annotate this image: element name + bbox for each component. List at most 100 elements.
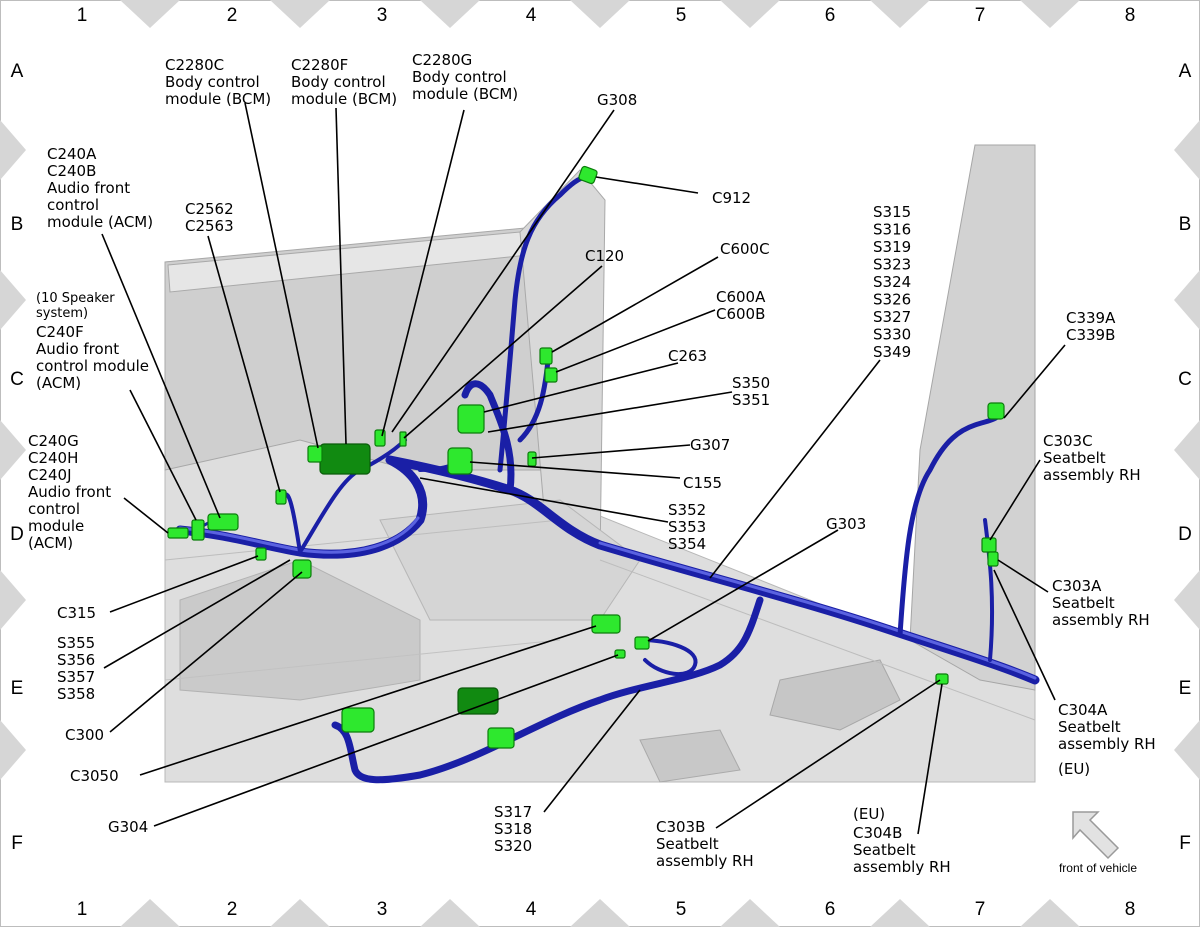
col-label-top: 4	[526, 5, 537, 26]
connector-c2280f	[307, 445, 323, 463]
connector-c240f	[191, 519, 205, 541]
front-of-vehicle-label: front of vehicle	[1059, 861, 1137, 875]
connector-large-left	[341, 707, 375, 733]
connector-c303a	[987, 551, 999, 567]
col-label-bottom: 5	[676, 899, 687, 920]
callout-s352: S352 S353 S354	[668, 501, 711, 553]
callout-c304b: (EU) C304B Seatbelt assembly RH	[853, 805, 951, 876]
callout-c600c: C600C	[720, 240, 770, 258]
row-label-right: F	[1179, 833, 1191, 854]
row-label-left: F	[11, 833, 23, 854]
callout-c240f-note: (10 Speaker system)	[36, 291, 119, 321]
callout-c2280f: C2280F Body control module (BCM)	[291, 56, 397, 108]
floor-bracket-right	[769, 659, 901, 731]
row-label-right: C	[1178, 369, 1192, 390]
callout-c2280c: C2280C Body control module (BCM)	[165, 56, 271, 108]
row-label-left: E	[11, 678, 24, 699]
connector-c339	[987, 402, 1005, 420]
callout-c240f: C240F Audio front control module (ACM)	[36, 323, 154, 392]
callout-g308: G308	[597, 91, 637, 109]
connector-c600c	[539, 347, 553, 365]
connector-lower	[487, 727, 515, 749]
row-label-left: B	[11, 214, 24, 235]
callout-s350: S350 S351	[732, 374, 775, 409]
b-pillar	[909, 144, 1036, 691]
grid-labels: 1 2 3 4 5 6 7 8 1 2 3 4 5 6 7 8 A B C D …	[10, 5, 1192, 920]
col-label-bottom: 7	[975, 899, 986, 920]
connector-g303	[634, 636, 650, 650]
connector-c240ab	[207, 513, 239, 531]
connector-c315	[255, 547, 267, 561]
connector-g307	[527, 451, 537, 467]
connector-c912	[578, 165, 598, 185]
callout-c300: C300	[65, 726, 104, 744]
col-label-bottom: 8	[1125, 899, 1136, 920]
callout-c303c: C303C Seatbelt assembly RH	[1043, 432, 1141, 484]
col-label-top: 6	[825, 5, 836, 26]
connector-c263	[457, 404, 485, 434]
connector-c3050	[591, 614, 621, 634]
connector-c2280c	[319, 443, 371, 475]
connector-c2562	[275, 489, 287, 505]
front-of-vehicle-indicator: front of vehicle	[1059, 811, 1137, 875]
callout-texts: C2280C Body control module (BCM) C2280F …	[28, 51, 1156, 876]
row-label-right: D	[1178, 524, 1192, 545]
callout-g303: G303	[826, 515, 866, 533]
row-label-left: C	[10, 369, 24, 390]
connector-large-dark	[457, 687, 499, 715]
col-label-top: 1	[77, 5, 88, 26]
connectors	[167, 165, 1005, 749]
callout-c912: C912	[712, 189, 751, 207]
connector-c120	[399, 431, 407, 447]
vehicle-body	[164, 144, 1036, 783]
connector-c155	[447, 447, 473, 475]
callout-s317: S317 S318 S320	[494, 803, 537, 855]
leader-lines	[101, 102, 1066, 835]
connector-c300	[292, 559, 312, 579]
col-label-bottom: 3	[377, 899, 388, 920]
row-label-left: A	[11, 61, 24, 82]
floor-seam	[164, 519, 561, 561]
col-label-bottom: 6	[825, 899, 836, 920]
col-label-top: 8	[1125, 5, 1136, 26]
callout-c2562: C2562 C2563	[185, 200, 238, 235]
col-label-top: 7	[975, 5, 986, 26]
row-label-right: E	[1179, 678, 1192, 699]
col-label-bottom: 1	[77, 899, 88, 920]
callout-c315: C315	[57, 604, 96, 622]
callout-c120: C120	[585, 247, 624, 265]
col-label-top: 5	[676, 5, 687, 26]
col-label-top: 2	[227, 5, 238, 26]
callout-c600ab: C600A C600B	[716, 288, 770, 323]
row-label-right: B	[1179, 214, 1192, 235]
floor-seam	[164, 639, 561, 681]
col-label-bottom: 2	[227, 899, 238, 920]
callout-g307: G307	[690, 436, 730, 454]
callout-c339: C339A C339B	[1066, 309, 1120, 344]
connector-g304	[614, 649, 626, 659]
floor-bracket-lower	[639, 729, 741, 783]
callout-c303a: C303A Seatbelt assembly RH	[1052, 577, 1150, 629]
callout-s315: S315 S316 S319 S323 S324 S326 S327 S330 …	[873, 203, 916, 361]
callout-c240ghj: C240G C240H C240J Audio front control mo…	[28, 432, 116, 552]
connector-c303c	[981, 537, 997, 553]
connector-c303b	[935, 673, 949, 685]
callout-c240ab: C240A C240B Audio front control module (…	[47, 145, 153, 231]
callout-c263: C263	[668, 347, 707, 365]
connector-c600a	[544, 367, 558, 383]
callout-c3050: C3050	[70, 767, 119, 785]
arrow-icon	[1072, 811, 1120, 860]
col-label-top: 3	[377, 5, 388, 26]
callout-c303b: C303B Seatbelt assembly RH	[656, 818, 754, 870]
callout-eu: (EU)	[1058, 760, 1090, 778]
row-label-left: D	[10, 524, 24, 545]
row-label-right: A	[1179, 61, 1192, 82]
connector-c240ghj	[167, 527, 189, 539]
floor-seam	[599, 559, 1036, 721]
callout-g304: G304	[108, 818, 148, 836]
callout-s355: S355 S356 S357 S358	[57, 634, 100, 703]
c-pillar	[519, 169, 606, 561]
callout-c2280g: C2280G Body control module (BCM)	[412, 51, 518, 103]
